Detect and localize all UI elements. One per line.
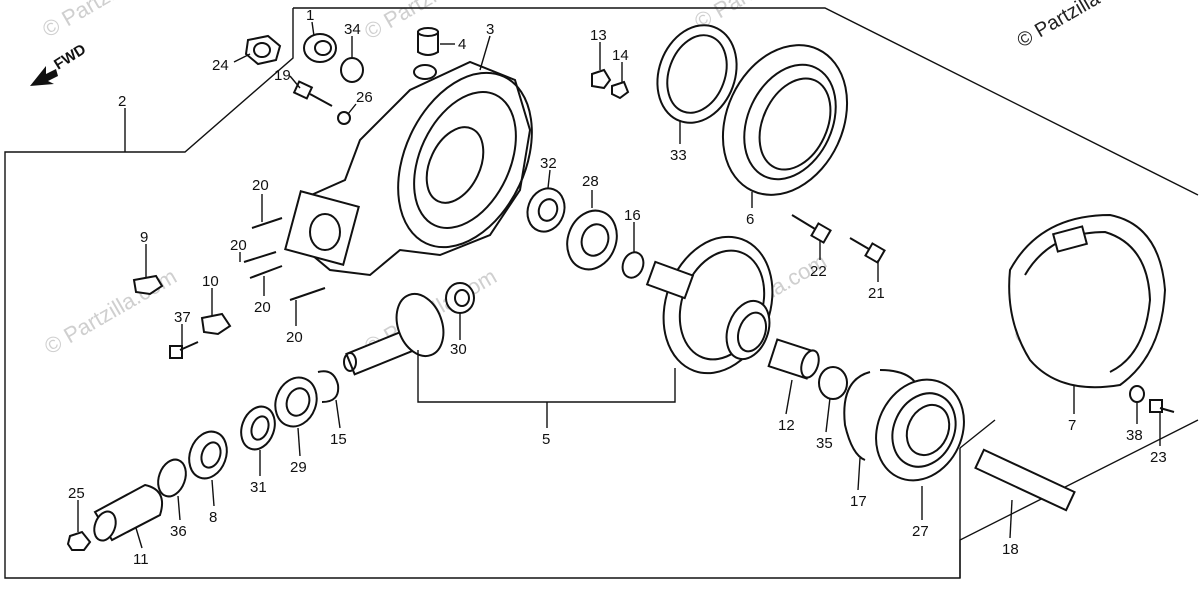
callout-28: 28 <box>582 173 599 190</box>
callout-33: 33 <box>670 147 687 164</box>
part-11-sleeve <box>93 483 164 542</box>
callout-20b: 20 <box>230 237 247 254</box>
callout-2: 2 <box>118 93 126 110</box>
callout-20a: 20 <box>252 177 269 194</box>
part-4-cap <box>417 27 439 56</box>
callout-17: 17 <box>850 493 867 510</box>
part-34-oring <box>340 57 364 83</box>
fwd-arrow: FWD <box>30 41 89 86</box>
part-31-bearing <box>240 405 276 451</box>
callout-38: 38 <box>1126 427 1143 444</box>
part-38-washer <box>1129 385 1145 403</box>
callout-7: 7 <box>1068 417 1076 434</box>
callout-35: 35 <box>816 435 833 452</box>
part-35-ring <box>818 366 848 400</box>
part-8-nut <box>188 430 228 480</box>
part-25-nut <box>66 530 92 551</box>
part-22-bolt <box>791 214 832 244</box>
part-26-washer <box>337 111 351 125</box>
part-14-washer <box>611 80 630 100</box>
part-19-bolt <box>292 80 333 107</box>
callout-8: 8 <box>209 509 217 526</box>
part-37-bolt <box>169 341 199 359</box>
part-36-ring <box>157 458 187 498</box>
callout-9: 9 <box>140 229 148 246</box>
callout-12: 12 <box>778 417 795 434</box>
callout-25: 25 <box>68 485 85 502</box>
callout-3: 3 <box>486 21 494 38</box>
part-17-ring <box>843 369 916 461</box>
part-24-nut <box>244 34 282 66</box>
part-5-pinion <box>343 293 445 376</box>
callout-14: 14 <box>612 47 629 64</box>
part-3-gear-case <box>284 60 533 277</box>
callout-13: 13 <box>590 27 607 44</box>
callout-labels: 1 2 3 4 5 6 7 8 9 10 11 12 13 14 15 16 1… <box>68 7 1167 568</box>
callout-34: 34 <box>344 21 361 38</box>
part-21-bolt <box>849 237 886 264</box>
callout-16: 16 <box>624 207 641 224</box>
leader-lines <box>77 21 1161 549</box>
parts <box>66 24 1175 551</box>
callout-32: 32 <box>540 155 557 172</box>
watermark: © Partzilla.com <box>38 0 179 42</box>
callout-15: 15 <box>330 431 347 448</box>
fwd-label: FWD <box>51 41 89 74</box>
callout-37: 37 <box>174 309 191 326</box>
part-23-bolt <box>1149 399 1175 413</box>
part-27-bearing <box>875 378 965 482</box>
part-1-bearing <box>303 33 337 63</box>
callout-26: 26 <box>356 89 373 106</box>
callout-19: 19 <box>274 67 291 84</box>
part-9-bracket <box>132 274 164 296</box>
callout-31: 31 <box>250 479 267 496</box>
callout-23: 23 <box>1150 449 1167 466</box>
part-13-nut <box>591 68 612 90</box>
callout-11: 11 <box>133 551 149 568</box>
callout-5: 5 <box>542 431 550 448</box>
part-29-bearing <box>274 376 318 428</box>
callout-30: 30 <box>450 341 467 358</box>
part-18-pin <box>974 448 1076 512</box>
callout-18: 18 <box>1002 541 1019 558</box>
part-5-ring-gear <box>645 235 774 375</box>
watermark: © Partzilla.com <box>40 264 181 360</box>
callout-27: 27 <box>912 523 929 540</box>
callout-20c: 20 <box>254 299 271 316</box>
part-6-cover <box>721 44 849 196</box>
part-28-bearing <box>566 209 618 271</box>
callout-29: 29 <box>290 459 307 476</box>
part-15-circlip <box>317 370 340 403</box>
part-30-bearing <box>445 282 475 314</box>
assembly-frame <box>4 7 1199 579</box>
watermark-corner: © Partzilla <box>1014 0 1105 52</box>
callout-22: 22 <box>810 263 827 280</box>
callout-20d: 20 <box>286 329 303 346</box>
part-12-collar <box>767 338 820 380</box>
callout-36: 36 <box>170 523 187 540</box>
arrow-icon <box>30 66 58 86</box>
callout-21: 21 <box>868 285 885 302</box>
callout-24: 24 <box>212 57 229 74</box>
part-10-bracket <box>200 312 232 336</box>
part-32-bearing <box>526 187 566 233</box>
part-7-cover <box>1008 213 1167 389</box>
callout-6: 6 <box>746 211 754 228</box>
part-20-studs <box>243 217 326 301</box>
callout-10: 10 <box>202 273 219 290</box>
callout-1: 1 <box>306 7 314 24</box>
part-16-ring <box>621 251 645 279</box>
callout-4: 4 <box>458 36 466 53</box>
